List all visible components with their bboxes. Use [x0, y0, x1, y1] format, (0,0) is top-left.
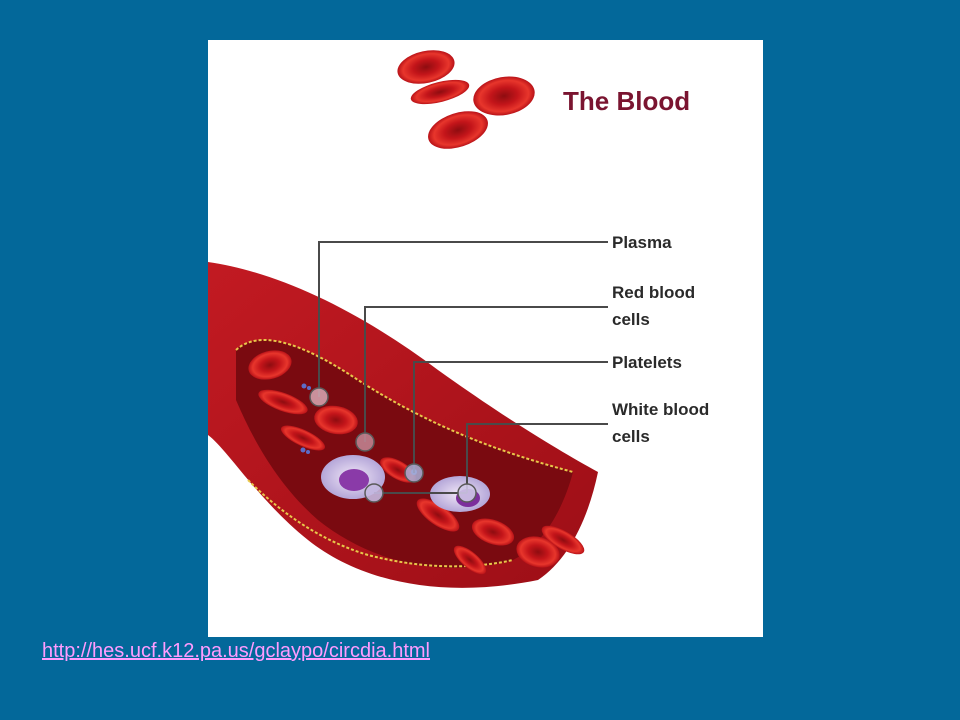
label-platelets-text: Platelets — [612, 353, 682, 372]
label-plasma: Plasma — [612, 229, 672, 256]
label-red-blood-cells: Red blood cells — [612, 279, 695, 333]
label-red-blood-cells-line2: cells — [612, 310, 650, 329]
label-white-blood-cells-line2: cells — [612, 427, 650, 446]
diagram-title: The Blood — [563, 86, 691, 116]
label-plasma-text: Plasma — [612, 233, 672, 252]
leader-lines — [318, 241, 608, 494]
label-white-blood-cells-line1: White blood — [612, 400, 710, 419]
label-white-blood-cells: White blood cells — [612, 396, 709, 450]
callout-markers — [309, 387, 477, 503]
label-red-blood-cells-line1: Red blood — [612, 283, 696, 302]
blood-illustration — [208, 50, 608, 588]
label-platelets: Platelets — [612, 349, 682, 376]
blood-diagram: The Blood Plasma Red blood cells Platele… — [208, 40, 763, 637]
source-link[interactable]: http://hes.ucf.k12.pa.us/gclaypo/circdia… — [42, 640, 430, 662]
floating-red-cells — [397, 50, 535, 149]
